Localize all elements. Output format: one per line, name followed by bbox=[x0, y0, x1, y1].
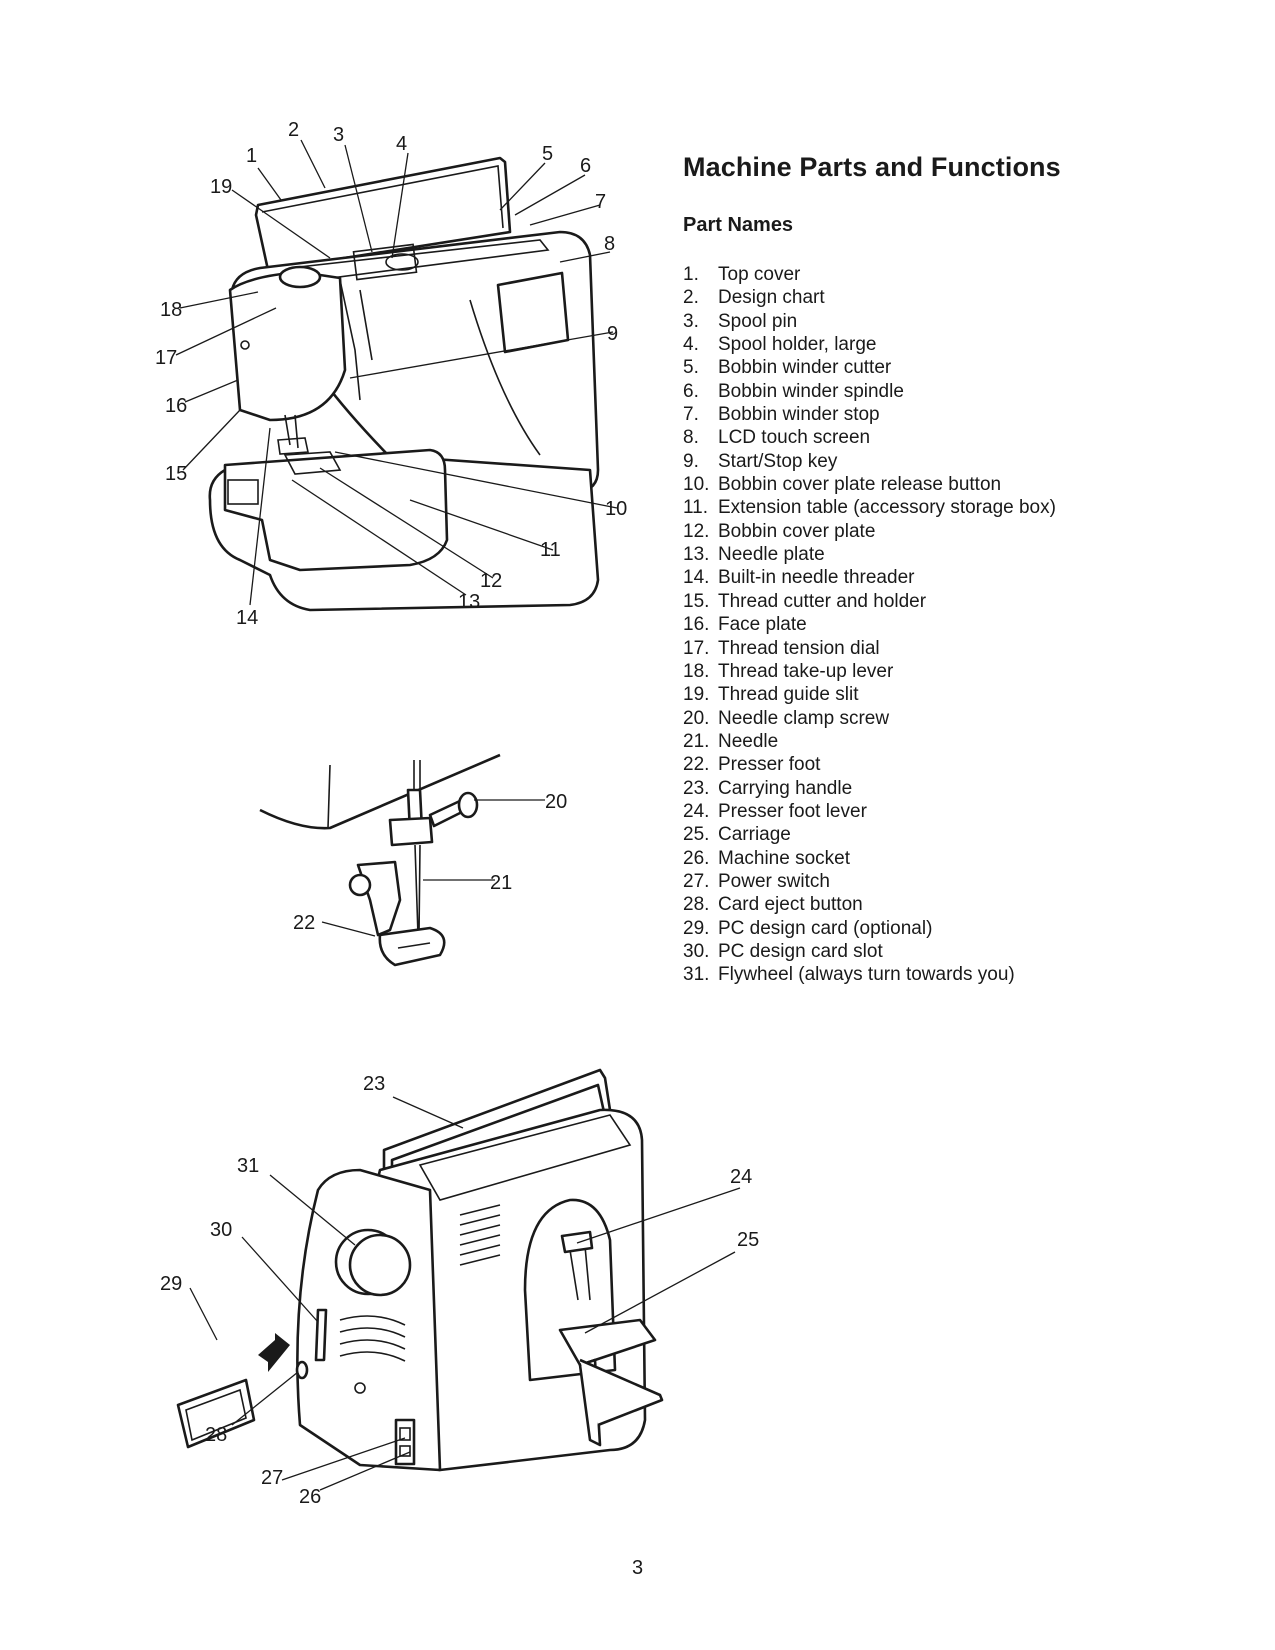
callout-21: 21 bbox=[490, 872, 512, 894]
list-item: 14.Built-in needle threader bbox=[683, 567, 915, 589]
callout-16: 16 bbox=[165, 395, 187, 417]
callout-10: 10 bbox=[605, 498, 627, 520]
list-item: 2.Design chart bbox=[683, 287, 825, 309]
list-item: 11.Extension table (accessory storage bo… bbox=[683, 497, 1056, 519]
section-subtitle: Part Names bbox=[683, 214, 794, 236]
insert-arrow-icon bbox=[258, 1333, 290, 1372]
list-item: 17.Thread tension dial bbox=[683, 637, 880, 659]
list-item: 23.Carrying handle bbox=[683, 777, 853, 799]
list-item: 1.Top cover bbox=[683, 264, 801, 285]
callout-13: 13 bbox=[458, 591, 480, 613]
list-item: 18.Thread take-up lever bbox=[683, 660, 894, 682]
callout-22: 22 bbox=[293, 912, 315, 934]
list-item: 19.Thread guide slit bbox=[683, 684, 859, 706]
callout-8: 8 bbox=[604, 233, 615, 255]
callout-31: 31 bbox=[237, 1155, 259, 1177]
list-item: 3.Spool pin bbox=[683, 310, 798, 332]
list-item: 16.Face plate bbox=[683, 614, 807, 636]
callout-3: 3 bbox=[333, 124, 344, 146]
list-item: 12.Bobbin cover plate bbox=[683, 520, 876, 542]
callout-5: 5 bbox=[542, 143, 553, 165]
callout-12: 12 bbox=[480, 570, 502, 592]
list-item: 26.Machine socket bbox=[683, 847, 851, 869]
list-item: 24.Presser foot lever bbox=[683, 800, 867, 822]
list-item: 5.Bobbin winder cutter bbox=[683, 357, 892, 379]
list-item: 15.Thread cutter and holder bbox=[683, 590, 927, 612]
list-item: 6.Bobbin winder spindle bbox=[683, 380, 904, 402]
callout-1: 1 bbox=[246, 145, 257, 167]
callout-11: 11 bbox=[540, 539, 561, 561]
callout-2: 2 bbox=[288, 119, 299, 141]
list-item: 29.PC design card (optional) bbox=[683, 917, 933, 939]
list-item: 22.Presser foot bbox=[683, 754, 821, 776]
callout-28: 28 bbox=[205, 1424, 227, 1446]
callout-29: 29 bbox=[160, 1273, 182, 1295]
list-item: 10.Bobbin cover plate release button bbox=[683, 474, 1002, 496]
callout-6: 6 bbox=[580, 155, 591, 177]
list-item: 21.Needle bbox=[683, 730, 779, 752]
list-item: 20.Needle clamp screw bbox=[683, 707, 890, 729]
callout-4: 4 bbox=[396, 133, 407, 155]
callout-24: 24 bbox=[730, 1166, 752, 1188]
callout-27: 27 bbox=[261, 1467, 283, 1489]
list-item: 31.Flywheel (always turn towards you) bbox=[683, 964, 1015, 986]
callout-9: 9 bbox=[607, 323, 618, 345]
callout-17: 17 bbox=[155, 347, 177, 369]
callout-18: 18 bbox=[160, 299, 182, 321]
callout-26: 26 bbox=[299, 1486, 321, 1508]
list-item: 27.Power switch bbox=[683, 870, 830, 892]
part-names-list: 1.Top cover 2.Design chart 3.Spool pin 4… bbox=[683, 263, 1056, 987]
callout-14: 14 bbox=[236, 607, 258, 629]
needle-detail-illustration: 20 21 22 bbox=[259, 753, 567, 967]
callout-19: 19 bbox=[210, 176, 232, 198]
list-item: 4.Spool holder, large bbox=[683, 334, 877, 356]
list-item: 8.LCD touch screen bbox=[683, 427, 871, 449]
callout-30: 30 bbox=[210, 1219, 232, 1241]
list-item: 13.Needle plate bbox=[683, 544, 825, 566]
page-number: 3 bbox=[631, 1557, 644, 1579]
callout-23: 23 bbox=[363, 1073, 385, 1095]
page-title: Machine Parts and Functions bbox=[683, 152, 1061, 182]
list-item: 25.Carriage bbox=[683, 824, 791, 846]
rear-view-illustration: 23 24 25 26 27 28 29 30 31 bbox=[160, 1068, 759, 1508]
front-view-illustration: 1 2 3 4 5 6 7 8 9 10 11 12 13 14 15 16 1… bbox=[155, 119, 627, 629]
list-item: 7.Bobbin winder stop bbox=[683, 404, 880, 426]
callout-25: 25 bbox=[737, 1229, 759, 1251]
callout-20: 20 bbox=[545, 791, 567, 813]
callout-15: 15 bbox=[165, 463, 187, 485]
list-item: 28.Card eject button bbox=[683, 894, 863, 916]
callout-7: 7 bbox=[595, 191, 606, 213]
list-item: 30.PC design card slot bbox=[683, 940, 883, 962]
list-item: 9.Start/Stop key bbox=[683, 450, 838, 472]
